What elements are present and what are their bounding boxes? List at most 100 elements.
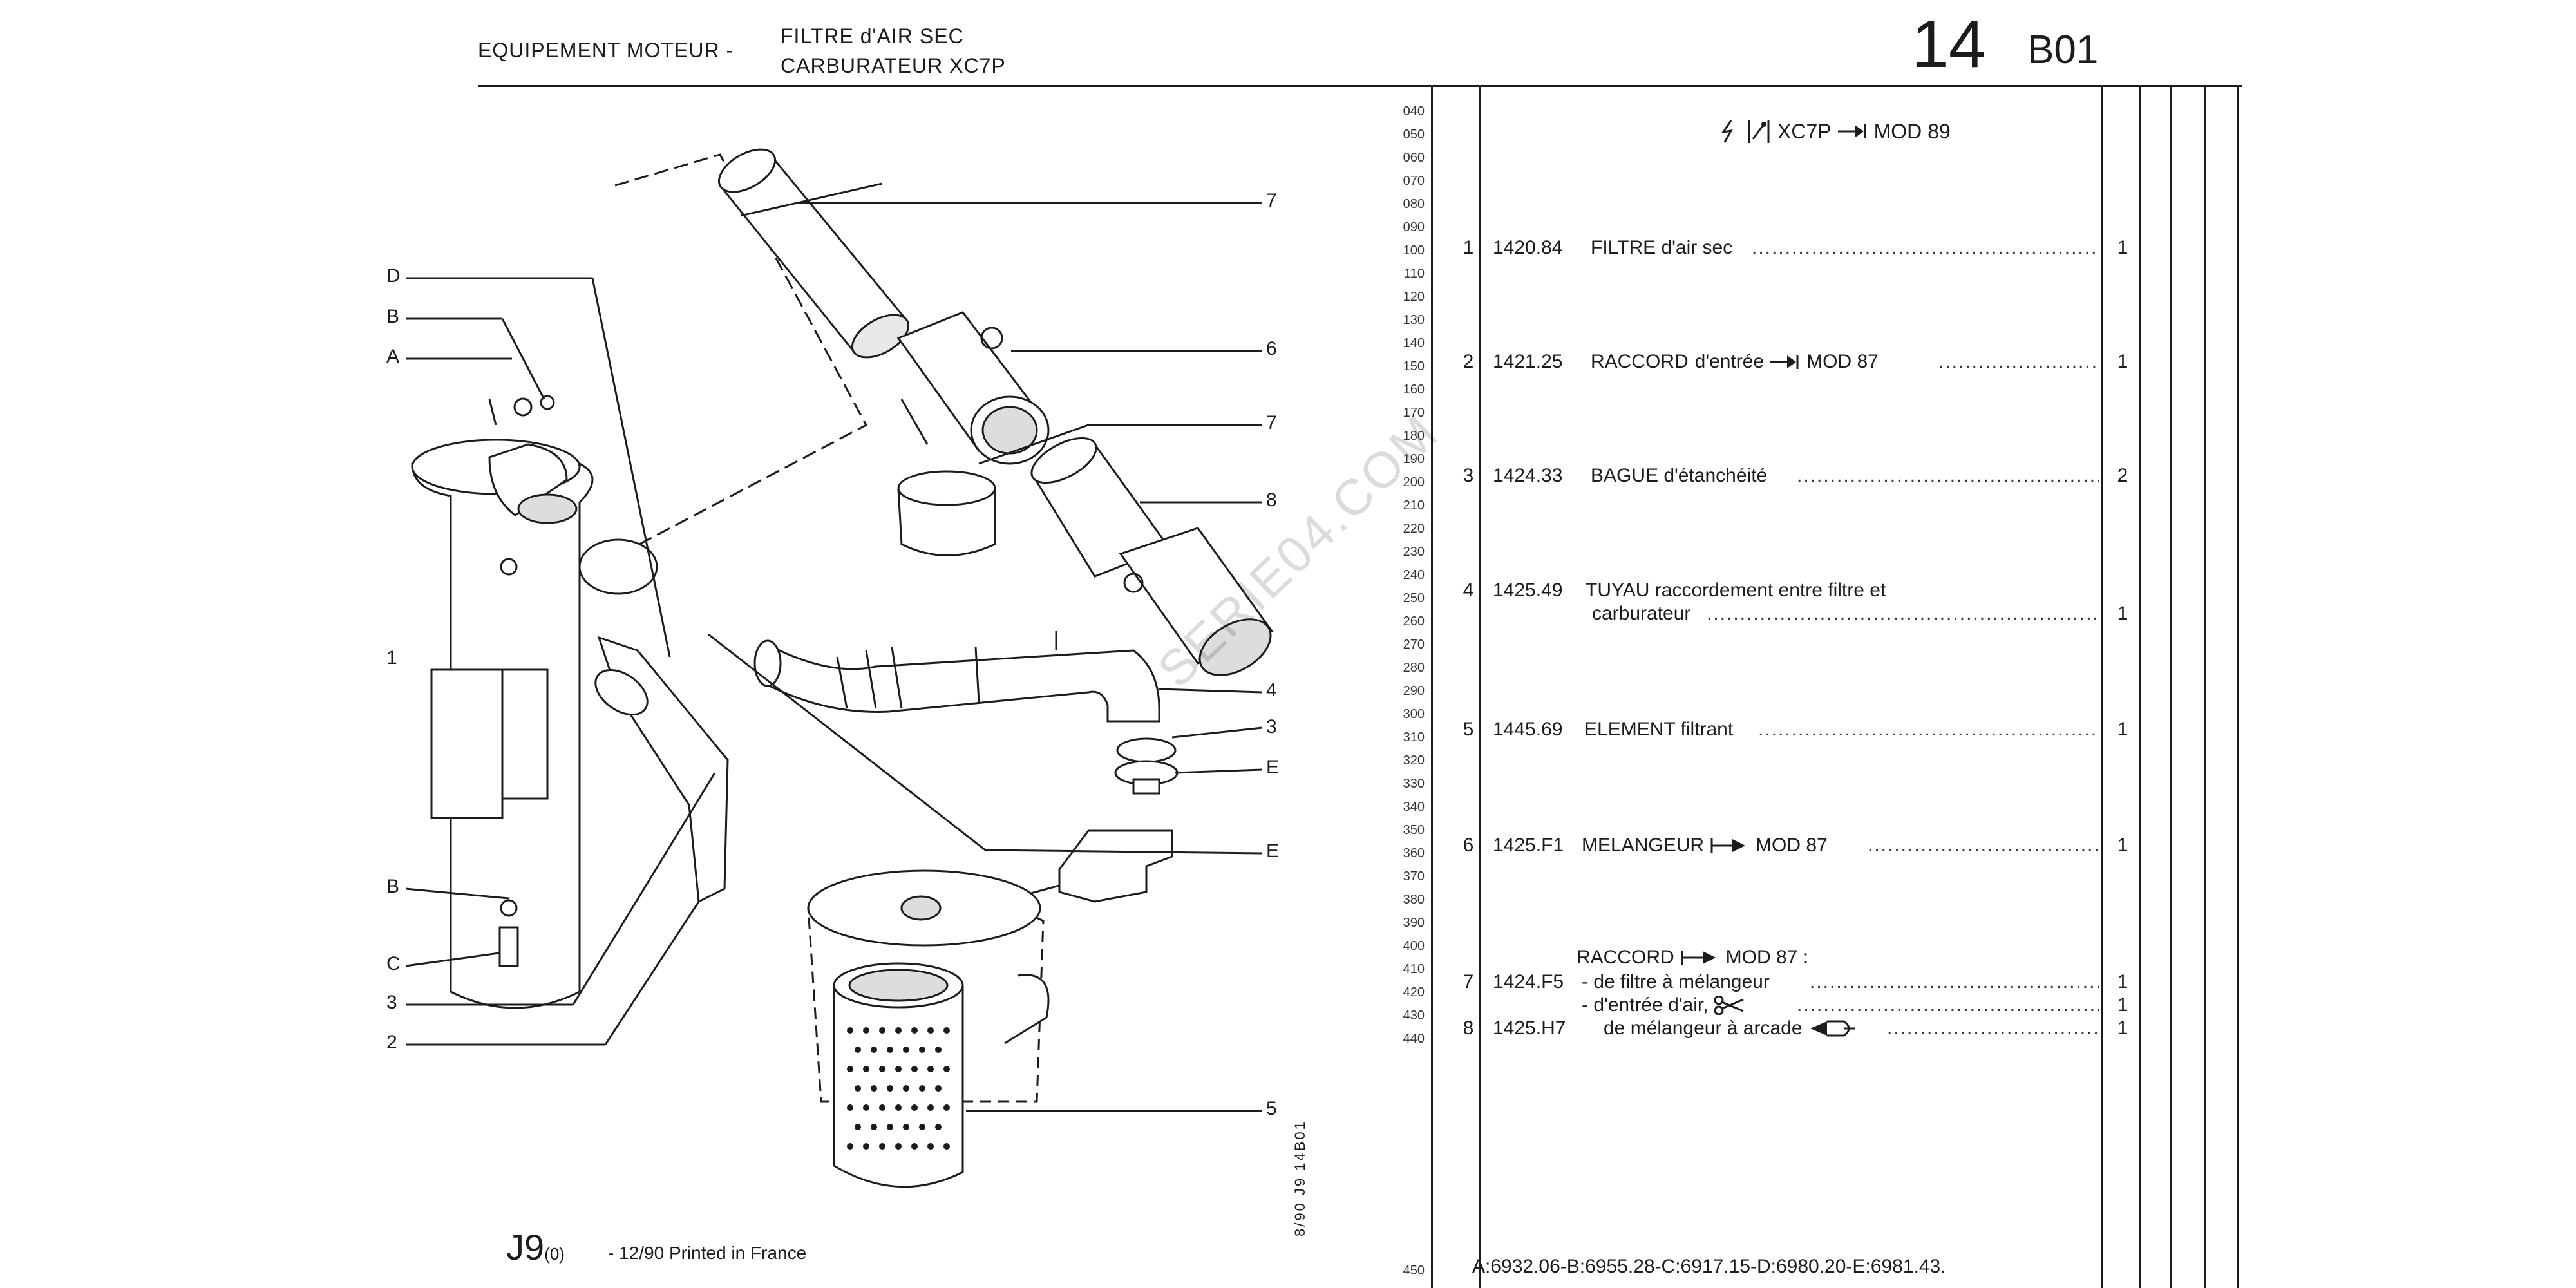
part-description: de mélangeur à arcade [1604, 1018, 1857, 1039]
leader-dots: ........................................… [1797, 994, 2099, 1016]
table-col-extra-3 [2204, 85, 2206, 1288]
section-title: EQUIPEMENT MOTEUR - [478, 39, 734, 62]
line-number: 330 [1403, 777, 1425, 791]
ref-number: 8 [1463, 1018, 1474, 1039]
group-number: 14 [1911, 7, 1986, 82]
vertical-page-code: 8/90 J9 14B01 [1292, 1120, 1308, 1236]
line-number: 300 [1403, 707, 1425, 721]
line-number: 210 [1403, 498, 1425, 513]
line-number: 080 [1403, 197, 1425, 211]
table-col-desc-border [1479, 85, 1481, 1288]
part-number: 1424.33 [1493, 465, 1563, 486]
group-7-8-heading: RACCORD MOD 87 : [1577, 947, 1809, 968]
footer-reference-codes: A:6932.06-B:6955.28-C:6917.15-D:6980.20-… [1472, 1256, 1946, 1277]
ref-number: 2 [1463, 351, 1474, 372]
callout-a: A [386, 346, 400, 367]
callout-b-lower: B [386, 876, 400, 897]
subtitle-line-2: CARBURATEUR XC7P [781, 54, 1006, 77]
scissors-icon [1714, 996, 1744, 1015]
part-description: - d'entrée d'air, [1582, 994, 1746, 1016]
leader-dots: ........................................… [1868, 835, 2099, 856]
quantity: 1 [2117, 603, 2128, 624]
header-rule [478, 85, 2242, 87]
injector-icon [1748, 120, 1770, 143]
exploded-parts-diagram [405, 148, 1274, 1188]
line-number: 280 [1403, 661, 1425, 675]
table-col-ref-border [1431, 85, 1433, 1288]
part-number: 1425.49 [1493, 580, 1563, 601]
quantity: 1 [2117, 351, 2128, 372]
callout-3: 3 [1266, 716, 1277, 737]
line-number: 340 [1403, 800, 1425, 814]
line-number: 160 [1403, 383, 1425, 397]
callout-c: C [386, 953, 401, 974]
callout-7b: 7 [1266, 412, 1277, 433]
line-number: 230 [1403, 545, 1425, 559]
line-number: 190 [1403, 452, 1425, 466]
table-col-extra-1 [2139, 85, 2141, 1288]
part-description: ELEMENT filtrant [1584, 719, 1734, 740]
line-number: 430 [1403, 1009, 1425, 1023]
electric-ignition-icon [1721, 120, 1733, 143]
line-number: 070 [1403, 174, 1425, 188]
callout-e-upper: E [1266, 757, 1280, 778]
line-number: 090 [1403, 220, 1425, 234]
leader-dots: ........................................… [1887, 1018, 2099, 1039]
part-number: 1420.84 [1493, 237, 1563, 258]
pipe-4 [753, 631, 1160, 723]
part-number: 1425.F1 [1493, 835, 1564, 856]
callout-6: 6 [1266, 338, 1277, 359]
line-number: 400 [1403, 939, 1425, 953]
quantity: 1 [2117, 835, 2128, 856]
quantity: 2 [2117, 465, 2128, 486]
line-number: 100 [1403, 243, 1425, 258]
callout-2: 2 [386, 1032, 397, 1053]
line-number: 240 [1403, 568, 1425, 582]
line-number: 110 [1404, 267, 1425, 281]
part-number: 1424.F5 [1493, 971, 1564, 992]
part-description: - de filtre à mélangeur [1582, 971, 1770, 992]
table-col-extra-2 [2170, 85, 2172, 1288]
footer-printed: - 12/90 Printed in France [608, 1243, 807, 1263]
line-number: 220 [1403, 522, 1425, 536]
sleeve-7 [897, 470, 996, 556]
line-number: 420 [1403, 985, 1425, 999]
table-col-qty-border [2101, 85, 2103, 1288]
line-number: 270 [1403, 638, 1425, 652]
leader-dots: ........................................… [1707, 603, 2099, 624]
ref-number: 3 [1463, 465, 1474, 486]
arcade-8 [1030, 437, 1274, 676]
subtitle-line-1: FILTRE d'AIR SEC [781, 24, 964, 48]
line-number: 050 [1403, 128, 1425, 142]
part-number: 1425.H7 [1493, 1018, 1566, 1039]
ref-number: 6 [1463, 835, 1474, 856]
up-to-arrow-icon [1837, 124, 1866, 138]
part-description: BAGUE d'étanchéité [1591, 465, 1768, 486]
line-number: 450 [1403, 1264, 1425, 1278]
quantity: 1 [2117, 994, 2128, 1016]
part-description: FILTRE d'air sec [1591, 237, 1733, 258]
callout-5: 5 [1266, 1098, 1277, 1119]
tube-7-upper [717, 148, 910, 359]
part-description-cont: carburateur [1592, 603, 1691, 624]
line-number: 250 [1403, 591, 1425, 605]
ref-number: 7 [1463, 971, 1474, 992]
callout-8: 8 [1266, 489, 1277, 511]
line-number: 120 [1403, 290, 1425, 304]
callout-b-upper: B [386, 306, 400, 327]
line-number: 290 [1403, 684, 1425, 698]
line-number: 130 [1403, 313, 1425, 327]
line-number: 150 [1403, 359, 1425, 374]
quantity: 1 [2117, 719, 2128, 740]
line-number: 380 [1403, 893, 1425, 907]
leader-dots: ........................................… [1797, 465, 2099, 486]
line-number: 320 [1403, 753, 1425, 768]
ref-number: 4 [1463, 580, 1474, 601]
line-number: 200 [1403, 475, 1425, 489]
applicability-row: XC7P MOD 89 [1718, 118, 1951, 144]
ref-number: 5 [1463, 719, 1474, 740]
callout-3-left: 3 [386, 992, 397, 1013]
from-arrow-icon [1681, 951, 1716, 965]
group-code: B01 [2027, 28, 2099, 72]
